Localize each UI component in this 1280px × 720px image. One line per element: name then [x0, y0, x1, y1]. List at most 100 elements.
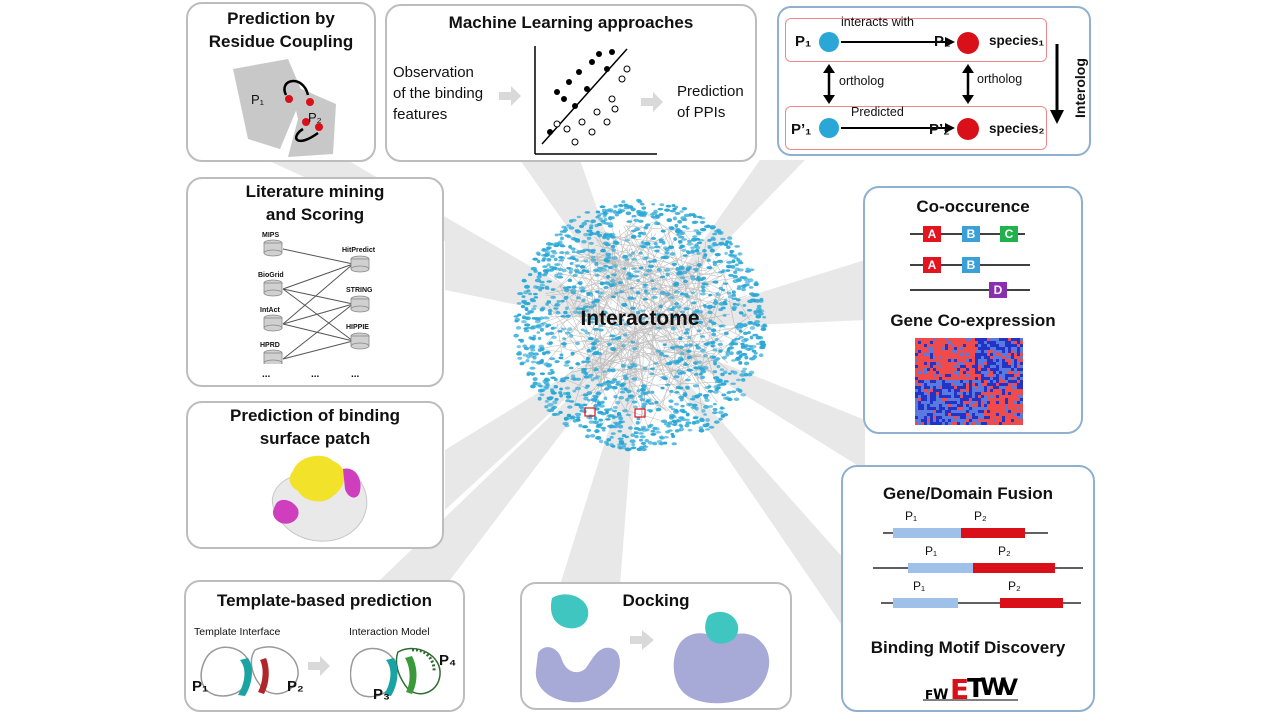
svg-text:E: E [950, 673, 969, 701]
literature-ellipsis-2: ... [311, 369, 320, 380]
fusion-panel: Gene/Domain Fusion P₁ P₂ P₁ P₂ P₁ P₂ Bin… [841, 465, 1095, 712]
template-panel: Template-based prediction Template Inter… [184, 580, 465, 712]
residue-coupling-panel: Prediction by Residue Coupling P₁ P₂ [186, 2, 376, 162]
docking-panel: Docking [520, 582, 792, 710]
fusion-p2-a: P₂ [974, 509, 987, 523]
cooccurence-title: Co-occurence [916, 197, 1030, 216]
motif-title: Binding Motif Discovery [870, 638, 1066, 657]
literature-links [263, 239, 370, 364]
species1-label: species₁ [989, 33, 1045, 48]
template-title: Template-based prediction [216, 591, 433, 610]
literature-ellipsis-1: ... [262, 369, 271, 380]
fusion-bars [873, 528, 1083, 608]
literature-panel: Literature mining and Scoring MIPS BioGr… [186, 177, 444, 387]
p1-prime-node [819, 118, 839, 138]
source-intact: IntAct [260, 307, 280, 314]
template-arrow-icon [308, 656, 330, 676]
template-left-caption: Template Interface [194, 626, 281, 638]
gene-c-1: C [1000, 226, 1018, 242]
interactome-network [513, 198, 768, 452]
target-hitpredict: HitPredict [342, 247, 376, 254]
p2-prime-node [957, 118, 979, 140]
svg-text:F: F [925, 688, 933, 701]
literature-title-2: and Scoring [265, 205, 365, 224]
p1-node [819, 32, 839, 52]
docking-title: Docking [622, 591, 690, 610]
fusion-p1-c: P₁ [913, 579, 926, 593]
predicted-label: Predicted [851, 105, 904, 119]
ml-right-text-1: Prediction [677, 83, 744, 100]
svg-text:T: T [967, 674, 985, 701]
ml-arrow-left-icon [499, 86, 521, 106]
interolog-p2: P₂ [934, 33, 951, 50]
interolog-down-arrow [1050, 44, 1064, 124]
template-right-caption: Interaction Model [349, 626, 430, 638]
template-p4: P₄ [439, 652, 457, 669]
cooccurence-panel: Co-occurence A B C A B D Gene Co-express… [863, 186, 1083, 434]
interacts-with-label: interacts with [841, 15, 914, 29]
coexpression-heatmap [915, 338, 1023, 425]
fusion-p1-b: P₁ [925, 544, 938, 558]
fusion-p2-c: P₂ [1008, 579, 1021, 593]
svg-text:W: W [933, 687, 948, 701]
gene-d: D [989, 282, 1007, 298]
ml-left-text-1: Observation [393, 64, 474, 81]
template-p1: P₁ [192, 678, 209, 695]
svg-text:V: V [1001, 676, 1018, 701]
svg-text:W: W [980, 673, 1006, 701]
ml-arrow-right-icon [641, 92, 663, 112]
gene-b-1: B [962, 226, 980, 242]
binding-surface-figure [271, 455, 368, 542]
gene-a-2: A [923, 257, 941, 273]
template-p3: P₃ [373, 686, 390, 703]
interolog-side-label: Interolog [1072, 58, 1088, 118]
residue-p1-label: P₁ [251, 92, 265, 107]
residue-coupling-figure [233, 59, 336, 157]
literature-title-1: Literature mining [245, 182, 385, 201]
fusion-title: Gene/Domain Fusion [882, 484, 1054, 503]
predicted-arrow [841, 123, 955, 133]
machine-learning-title: Machine Learning approaches [448, 13, 694, 32]
ml-left-text-2: of the binding [393, 85, 484, 102]
template-p2: P₂ [287, 678, 304, 695]
ml-right-text-2: of PPIs [677, 104, 726, 121]
fusion-p1-a: P₁ [905, 509, 918, 523]
gene-coexpression-title: Gene Co-expression [890, 311, 1056, 330]
binding-surface-panel: Prediction of binding surface patch [186, 401, 444, 549]
interactome-label: Interactome [580, 307, 700, 330]
interolog-p1: P₁ [795, 33, 812, 50]
fusion-p2-b: P₂ [998, 544, 1011, 558]
literature-ellipsis-3: ... [351, 369, 360, 380]
ml-scatter-plot [534, 46, 657, 155]
source-hprd: HPRD [260, 342, 280, 349]
binding-surface-title-1: Prediction of binding [230, 406, 400, 425]
interolog-panel: P₁ interacts with P₂ species₁ ortholog o… [777, 6, 1091, 156]
ortholog-arrow-right [962, 64, 974, 104]
species2-label: species₂ [989, 121, 1045, 136]
docking-figure [535, 594, 770, 704]
interolog-p1-prime: P’₁ [791, 121, 812, 138]
ml-left-text-3: features [393, 106, 448, 123]
ortholog-arrow-left [823, 64, 835, 104]
species1-box [785, 18, 1047, 62]
binding-surface-title-2: surface patch [259, 429, 371, 448]
source-biogrid: BioGrid [258, 272, 284, 279]
target-string: STRING [346, 287, 373, 294]
interaction-model-figure [350, 647, 441, 698]
machine-learning-panel: Machine Learning approaches Observation … [385, 4, 757, 162]
p2-node [957, 32, 979, 54]
interolog-p2-prime: P’₂ [929, 121, 950, 138]
gene-b-2: B [962, 257, 980, 273]
species2-box [785, 106, 1047, 150]
ortholog-label-right: ortholog [977, 72, 1023, 86]
residue-p2-label: P₂ [308, 110, 322, 125]
template-interface-figure [200, 646, 299, 697]
residue-coupling-title-1: Prediction by [227, 9, 335, 28]
gene-a-1: A [923, 226, 941, 242]
sequence-logo-figure: F W E T W V [923, 673, 1018, 701]
ortholog-label-left: ortholog [839, 74, 885, 88]
source-mips: MIPS [262, 232, 280, 239]
target-hippie: HIPPIE [346, 324, 369, 331]
residue-coupling-title-2: Residue Coupling [208, 32, 354, 51]
interacts-arrow [841, 37, 955, 47]
